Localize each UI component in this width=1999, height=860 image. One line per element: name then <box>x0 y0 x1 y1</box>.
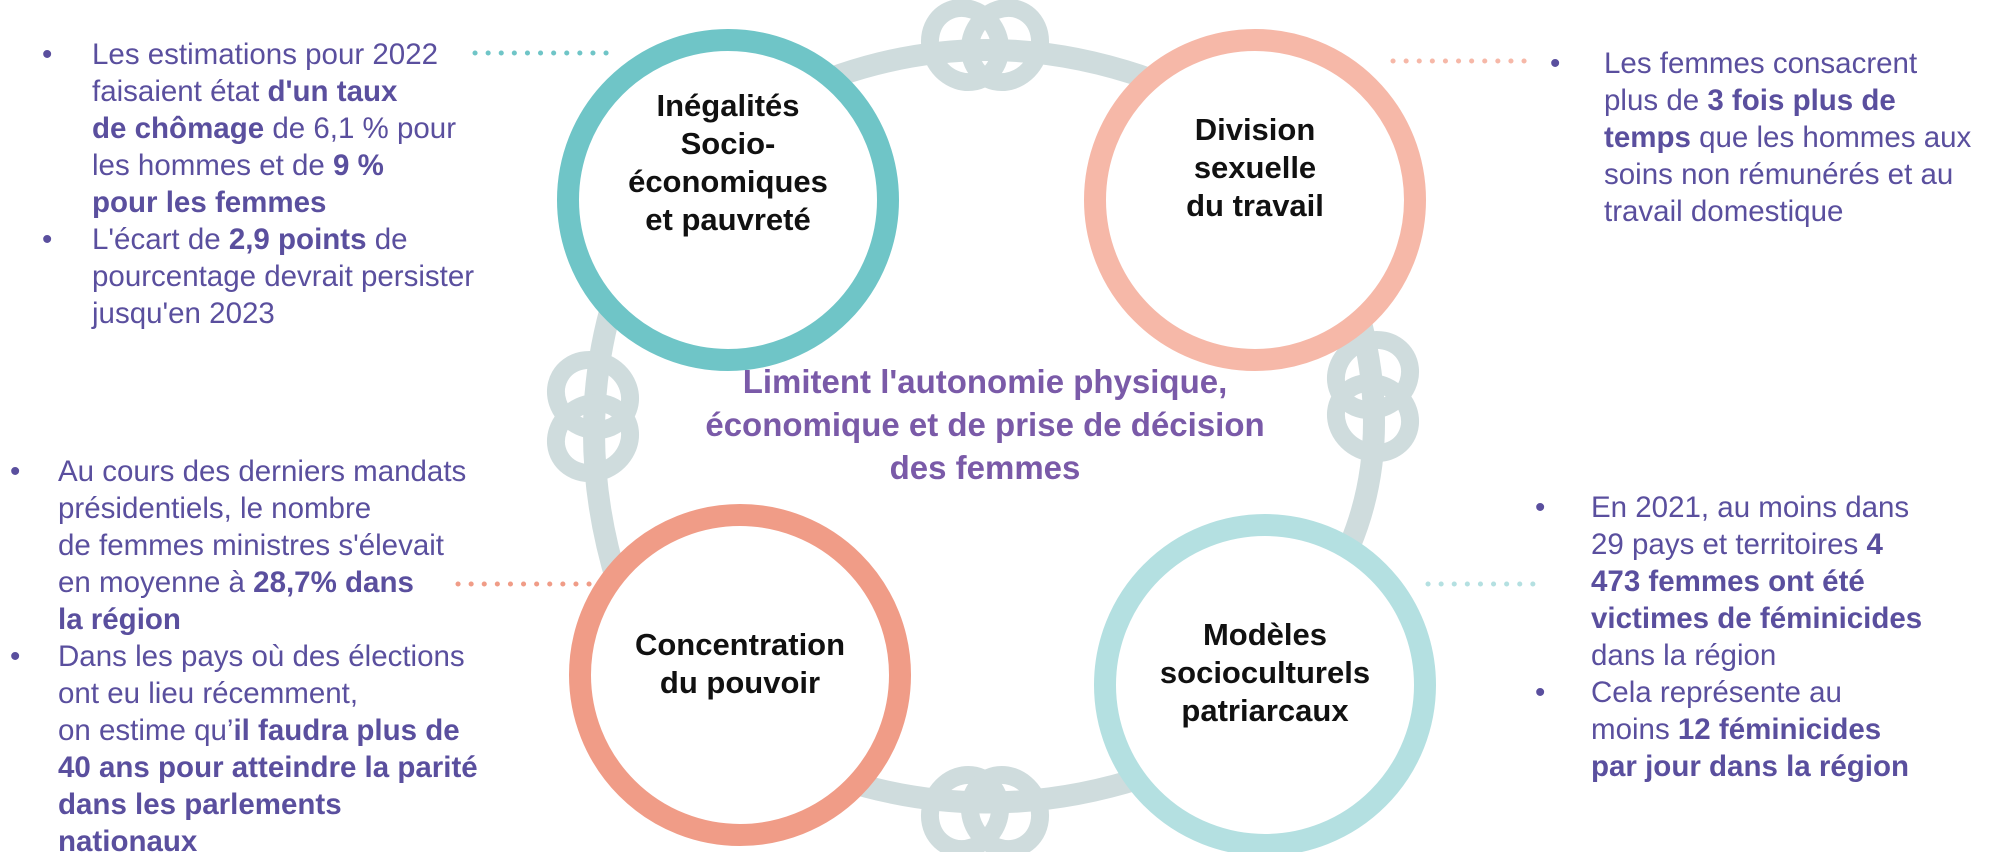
label-line: Division <box>1194 112 1316 147</box>
circle-inegalites <box>557 29 899 371</box>
label-line: socioculturels <box>1159 655 1371 690</box>
text-run-bold: d'un taux <box>267 75 398 108</box>
text-run: ont eu lieu récemment, <box>58 677 359 710</box>
text-run-bold: de chômage <box>92 112 265 145</box>
text-run-bold: pour les femmes <box>92 186 327 219</box>
text-run-bold: temps <box>1604 121 1691 154</box>
text-run: Dans les pays où des élections <box>58 640 465 673</box>
label-inegalites: Inégalités Socio- économiques et pauvret… <box>608 87 848 239</box>
text-run: jusqu'en 2023 <box>92 297 275 330</box>
label-line: Modèles <box>1202 617 1328 652</box>
text-run-bold: 2,9 points <box>228 223 367 256</box>
text-run-bold: par jour dans la région <box>1591 750 1910 783</box>
chain-knot-top <box>920 0 1050 92</box>
text-run-bold: 473 femmes ont été <box>1591 565 1865 598</box>
label-line: Socio- <box>680 126 776 161</box>
bullet-item: Cela représente au moins 12 féminicides … <box>1535 674 1995 785</box>
text-run: on estime qu’ <box>58 714 234 747</box>
center-line: économique et de prise de décision <box>705 406 1265 443</box>
text-run-bold: victimes de féminicides <box>1591 602 1923 635</box>
label-line: économiques <box>628 164 828 199</box>
text-run: plus de <box>1604 84 1708 117</box>
text-run-bold: il faudra plus de <box>233 714 460 747</box>
bullet-item: En 2021, au moins dans 29 pays et territ… <box>1535 489 1995 674</box>
label-line: Concentration <box>634 627 846 662</box>
text-run-bold: 12 féminicides <box>1677 713 1882 746</box>
circle-concentration <box>569 504 911 846</box>
center-line: des femmes <box>889 449 1081 486</box>
text-run: faisaient état <box>92 75 268 108</box>
text-run: 29 pays et territoires <box>1591 528 1867 561</box>
text-run-bold: 3 fois plus de <box>1707 84 1896 117</box>
text-top-left: Les estimations pour 2022 faisaient état… <box>42 36 502 332</box>
text-run-bold: 4 <box>1866 528 1883 561</box>
text-run: de femmes ministres s'élevait <box>58 529 444 562</box>
text-bottom-left: Au cours des derniers mandats présidenti… <box>10 453 500 860</box>
text-run-bold: dans les parlements <box>58 788 342 821</box>
bullet-item: Les estimations pour 2022 faisaient état… <box>42 36 502 221</box>
text-run: soins non rémunérés et au <box>1604 158 1954 191</box>
bullet-item: Au cours des derniers mandats présidenti… <box>10 453 500 638</box>
text-run: présidentiels, le nombre <box>58 492 372 525</box>
text-run: pourcentage devrait persister <box>92 260 475 293</box>
label-line: Inégalités <box>656 88 800 123</box>
text-run: travail domestique <box>1604 195 1844 228</box>
label-modeles: Modèles socioculturels patriarcaux <box>1135 616 1395 730</box>
bullet-item: L'écart de 2,9 points de pourcentage dev… <box>42 221 502 332</box>
text-run-bold: 40 ans pour atteindre la parité <box>58 751 478 784</box>
label-line: du pouvoir <box>659 665 821 700</box>
chain-knot-bottom <box>920 765 1050 852</box>
label-line: du travail <box>1186 188 1324 223</box>
text-run: dans la région <box>1591 639 1777 672</box>
text-run: en moyenne à <box>58 566 254 599</box>
bullet-item: Les femmes consacrent plus de 3 fois plu… <box>1550 45 1990 230</box>
text-run: de 6,1 % pour <box>264 112 457 145</box>
label-line: patriarcaux <box>1181 693 1349 728</box>
text-run: Au cours des derniers mandats <box>58 455 467 488</box>
text-run: moins <box>1591 713 1678 746</box>
text-run: de <box>366 223 408 256</box>
center-line: Limitent l'autonomie physique, <box>742 363 1228 400</box>
text-run: Les femmes consacrent <box>1604 47 1918 80</box>
label-concentration: Concentration du pouvoir <box>610 626 870 702</box>
chain-knot-left <box>546 350 640 483</box>
text-bottom-right: En 2021, au moins dans 29 pays et territ… <box>1535 489 1995 785</box>
bullet-item: Dans les pays où des élections ont eu li… <box>10 638 500 860</box>
center-statement: Limitent l'autonomie physique, économiqu… <box>640 360 1330 489</box>
circle-modeles <box>1094 514 1436 852</box>
text-top-right: Les femmes consacrent plus de 3 fois plu… <box>1550 45 1990 230</box>
text-run-bold: la région <box>58 603 181 636</box>
circle-division <box>1084 29 1426 371</box>
label-division: Division sexuelle du travail <box>1135 111 1375 225</box>
text-run-bold: 9 % <box>333 149 384 182</box>
text-run: Les estimations pour 2022 <box>92 38 439 71</box>
chain-knot-right <box>1326 330 1420 463</box>
text-run-bold: 28,7% dans <box>253 566 414 599</box>
text-run: que les hommes aux <box>1690 121 1972 154</box>
label-line: sexuelle <box>1193 150 1317 185</box>
text-run: L'écart de <box>92 223 229 256</box>
text-run-bold: nationaux <box>58 825 198 858</box>
text-run: En 2021, au moins dans <box>1591 491 1910 524</box>
label-line: et pauvreté <box>645 202 811 237</box>
text-run: Cela représente au <box>1591 676 1842 709</box>
text-run: les hommes et de <box>92 149 334 182</box>
